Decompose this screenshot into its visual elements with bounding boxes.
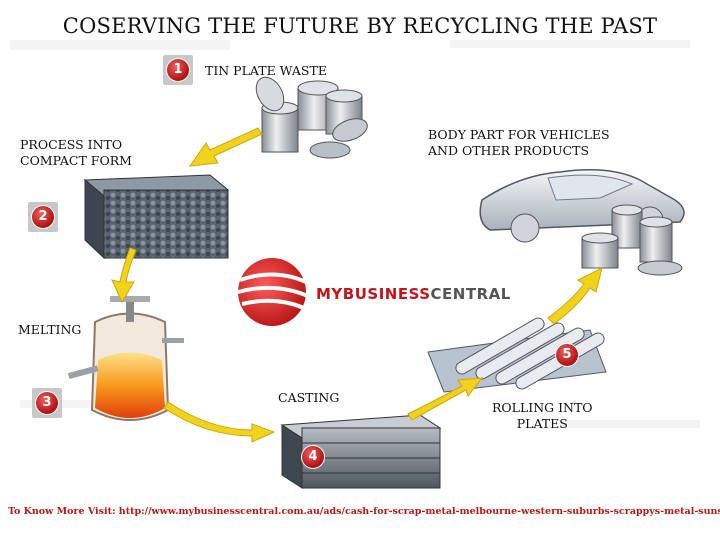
step-3-number: 3: [35, 391, 59, 415]
step-1-badge: 1: [163, 55, 193, 85]
flow-arrows: [111, 127, 603, 443]
brand-name-part2: CENTRAL: [430, 285, 511, 303]
step-2-badge: 2: [28, 202, 58, 232]
brand-logo-text: MYBUSINESSCENTRAL: [316, 285, 511, 303]
arrow-1-to-2: [188, 127, 263, 167]
step-2-label: PROCESS INTO COMPACT FORM: [20, 137, 132, 168]
step-5-label: ROLLING INTO PLATES: [492, 400, 593, 431]
compact-block-illustration: [83, 174, 230, 260]
step-2-number: 2: [31, 205, 55, 229]
step-5-badge: 5: [552, 340, 582, 370]
ingot-illustration: [280, 414, 442, 489]
arrow-4-to-5: [407, 377, 484, 421]
step-4-badge: 4: [298, 442, 328, 472]
arrow-5-to-product: [547, 267, 603, 325]
step-4-label: CASTING: [278, 390, 340, 405]
end-product-label: BODY PART FOR VEHICLES AND OTHER PRODUCT…: [428, 127, 610, 158]
brand-logo-icon: [237, 258, 309, 326]
car-illustration: [479, 169, 685, 276]
arrow-2-to-3: [111, 247, 137, 304]
step-1-number: 1: [166, 58, 190, 82]
step-3-badge: 3: [32, 388, 62, 418]
step-1-label: TIN PLATE WASTE: [205, 63, 327, 78]
arrow-3-to-4: [163, 401, 276, 443]
page-title: COSERVING THE FUTURE BY RECYCLING THE PA…: [62, 14, 658, 38]
step-3-label: MELTING: [18, 322, 82, 337]
step-5-number: 5: [555, 343, 579, 367]
step-4-number: 4: [301, 445, 325, 469]
footer-link-text: To Know More Visit: http://www.mybusines…: [8, 506, 720, 517]
brand-name-part1: MYBUSINESS: [316, 285, 431, 303]
tin-cans-illustration: [255, 76, 368, 159]
